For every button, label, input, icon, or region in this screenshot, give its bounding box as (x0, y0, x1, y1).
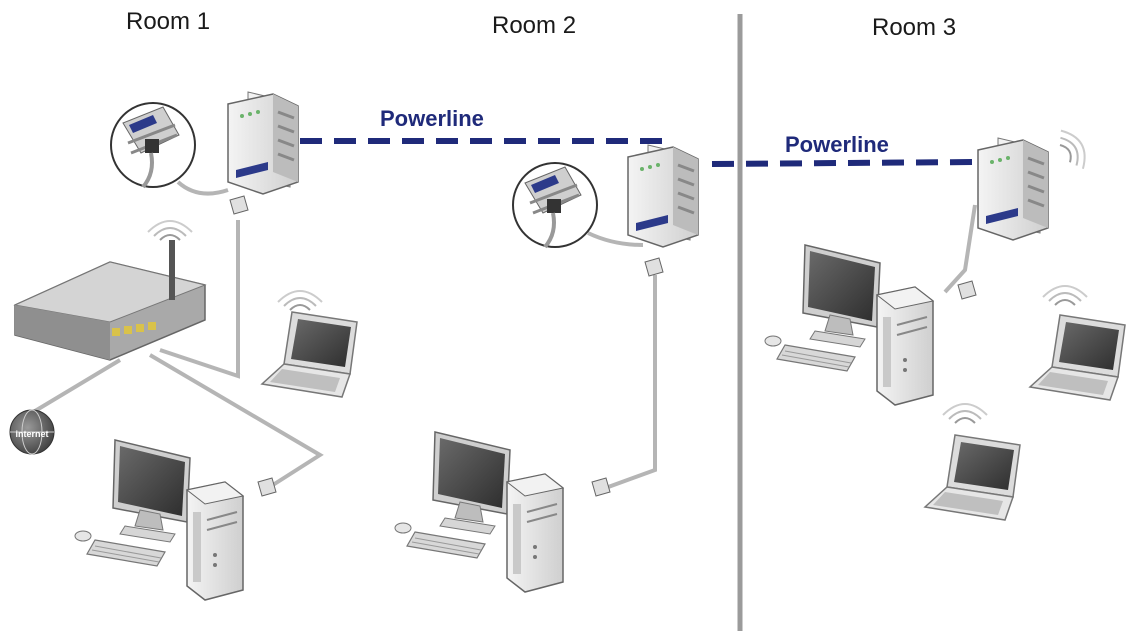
room-label-3: Room 3 (872, 14, 957, 41)
globe-label: internet (15, 429, 48, 439)
wifi-signal-icon (147, 220, 193, 241)
desktop-computer-icon (74, 439, 244, 601)
laptop-icon (1029, 314, 1126, 401)
room-label-2: Room 2 (492, 12, 577, 39)
ethernet-plug-icon (229, 195, 249, 215)
powerline-label-1: Powerline (380, 106, 484, 131)
powerline-adapter-icon (626, 143, 700, 249)
magnifier-icon (109, 101, 197, 189)
powerline-label-2: Powerline (785, 132, 889, 157)
router-icon (13, 240, 207, 361)
ethernet-plug-icon (957, 280, 977, 300)
ethernet-plug-icon (644, 257, 664, 277)
powerline-link-2 (711, 159, 976, 167)
wifi-signal-icon (1053, 124, 1094, 174)
laptop-icon (924, 434, 1021, 521)
powerline-adapter-icon (226, 90, 300, 196)
powerline-adapter-icon (976, 136, 1050, 242)
globe-icon: internet (9, 409, 55, 455)
wifi-signal-icon (277, 290, 323, 311)
ethernet-cables (18, 180, 977, 492)
room-label-1: Room 1 (126, 8, 211, 35)
ethernet-plug-icon (591, 477, 611, 497)
wifi-signal-icon (1042, 285, 1088, 306)
laptop-icon (261, 311, 358, 398)
wifi-signal-icon (942, 403, 988, 424)
desktop-computer-icon (764, 244, 934, 406)
magnifier-icon (511, 161, 599, 249)
desktop-computer-icon (394, 431, 564, 593)
ethernet-plug-icon (257, 477, 277, 497)
